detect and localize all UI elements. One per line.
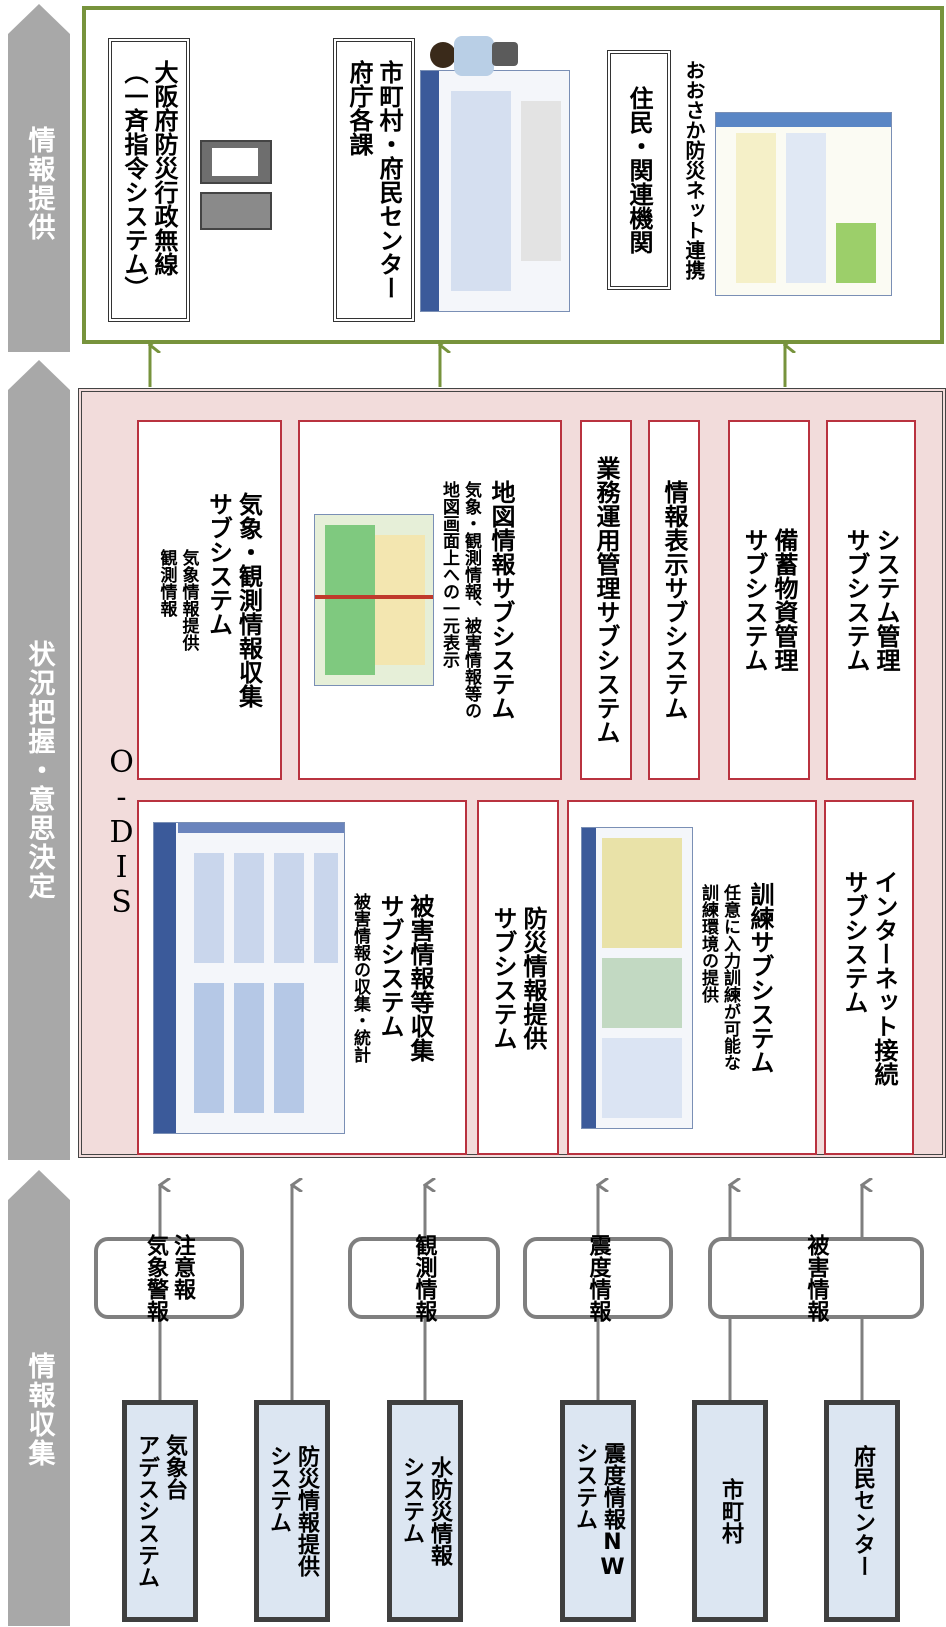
person-icon bbox=[430, 22, 520, 92]
odis-screenshot bbox=[420, 70, 570, 312]
info-observation: 観測情報 bbox=[348, 1234, 500, 1322]
output-residents-agencies: 住民・関連機関 bbox=[607, 50, 671, 290]
subsystem-stockpile-management: 備蓄物資管理 サブシステム bbox=[728, 420, 810, 780]
stage-provide-label: 情報提供 bbox=[23, 126, 55, 242]
output-municipalities-dept: 市町村・府民センター 府庁各課 bbox=[333, 38, 415, 322]
source-bousai-teikyo: 防災情報提供 システム bbox=[254, 1400, 330, 1622]
stage-decide-arrow bbox=[8, 360, 70, 1160]
source-citizen-center: 府民センター bbox=[824, 1400, 900, 1622]
subsystem-disaster-info-provision: 防災情報提供 サブシステム bbox=[477, 800, 559, 1155]
info-weather-warnings: 注意報 気象警報 bbox=[94, 1234, 244, 1322]
odis-label: O-DIS bbox=[104, 745, 139, 920]
subsystem-training: 訓練サブシステム 任意に入力訓練が可能な 訓練環境の提供 bbox=[567, 800, 817, 1155]
subsystem-weather-observation: 気象・観測情報収集 サブシステム 気象情報提供 観測情報 bbox=[137, 420, 282, 780]
source-suibou: 水防災情報 システム bbox=[387, 1400, 463, 1622]
output-caption: おおさか防災ネット連携 bbox=[682, 60, 706, 280]
subsystem-operations-management: 業務運用管理サブシステム bbox=[580, 420, 632, 780]
damage-screenshot bbox=[153, 821, 345, 1134]
source-jma-ades: 気象台 アデスシステム bbox=[122, 1400, 198, 1622]
stage-collect-label: 情報収集 bbox=[23, 1352, 55, 1468]
subsystem-info-display: 情報表示サブシステム bbox=[648, 420, 700, 780]
map-screenshot bbox=[314, 514, 434, 686]
stage-provide-arrow bbox=[8, 4, 70, 352]
stage-decide-label: 状況把握・意思決定 bbox=[23, 639, 55, 901]
stage-collect-arrow bbox=[8, 1170, 70, 1626]
subsystem-map-info: 地図情報サブシステム 気象・観測情報、被害情報等の 地図画面上への一元表示 bbox=[298, 420, 562, 780]
computer-icon bbox=[200, 140, 272, 230]
subsystem-damage-collection: 被害情報等収集 サブシステム 被害情報の収集・統計 bbox=[137, 800, 467, 1155]
output-osaka-radio: 大阪府防災行政無線 （一斉指令システム） bbox=[108, 38, 190, 322]
bousai-net-screenshot bbox=[715, 112, 892, 296]
source-shindo-nw: 震度情報NW システム bbox=[560, 1400, 636, 1622]
info-seismic-intensity: 震度情報 bbox=[523, 1234, 673, 1322]
info-damage: 被害情報 bbox=[708, 1234, 924, 1322]
source-municipalities: 市町村 bbox=[692, 1400, 768, 1622]
subsystem-system-management: システム管理 サブシステム bbox=[826, 420, 916, 780]
training-screenshot bbox=[581, 826, 693, 1129]
subsystem-internet-connection: インターネット接続 サブシステム bbox=[824, 800, 914, 1155]
